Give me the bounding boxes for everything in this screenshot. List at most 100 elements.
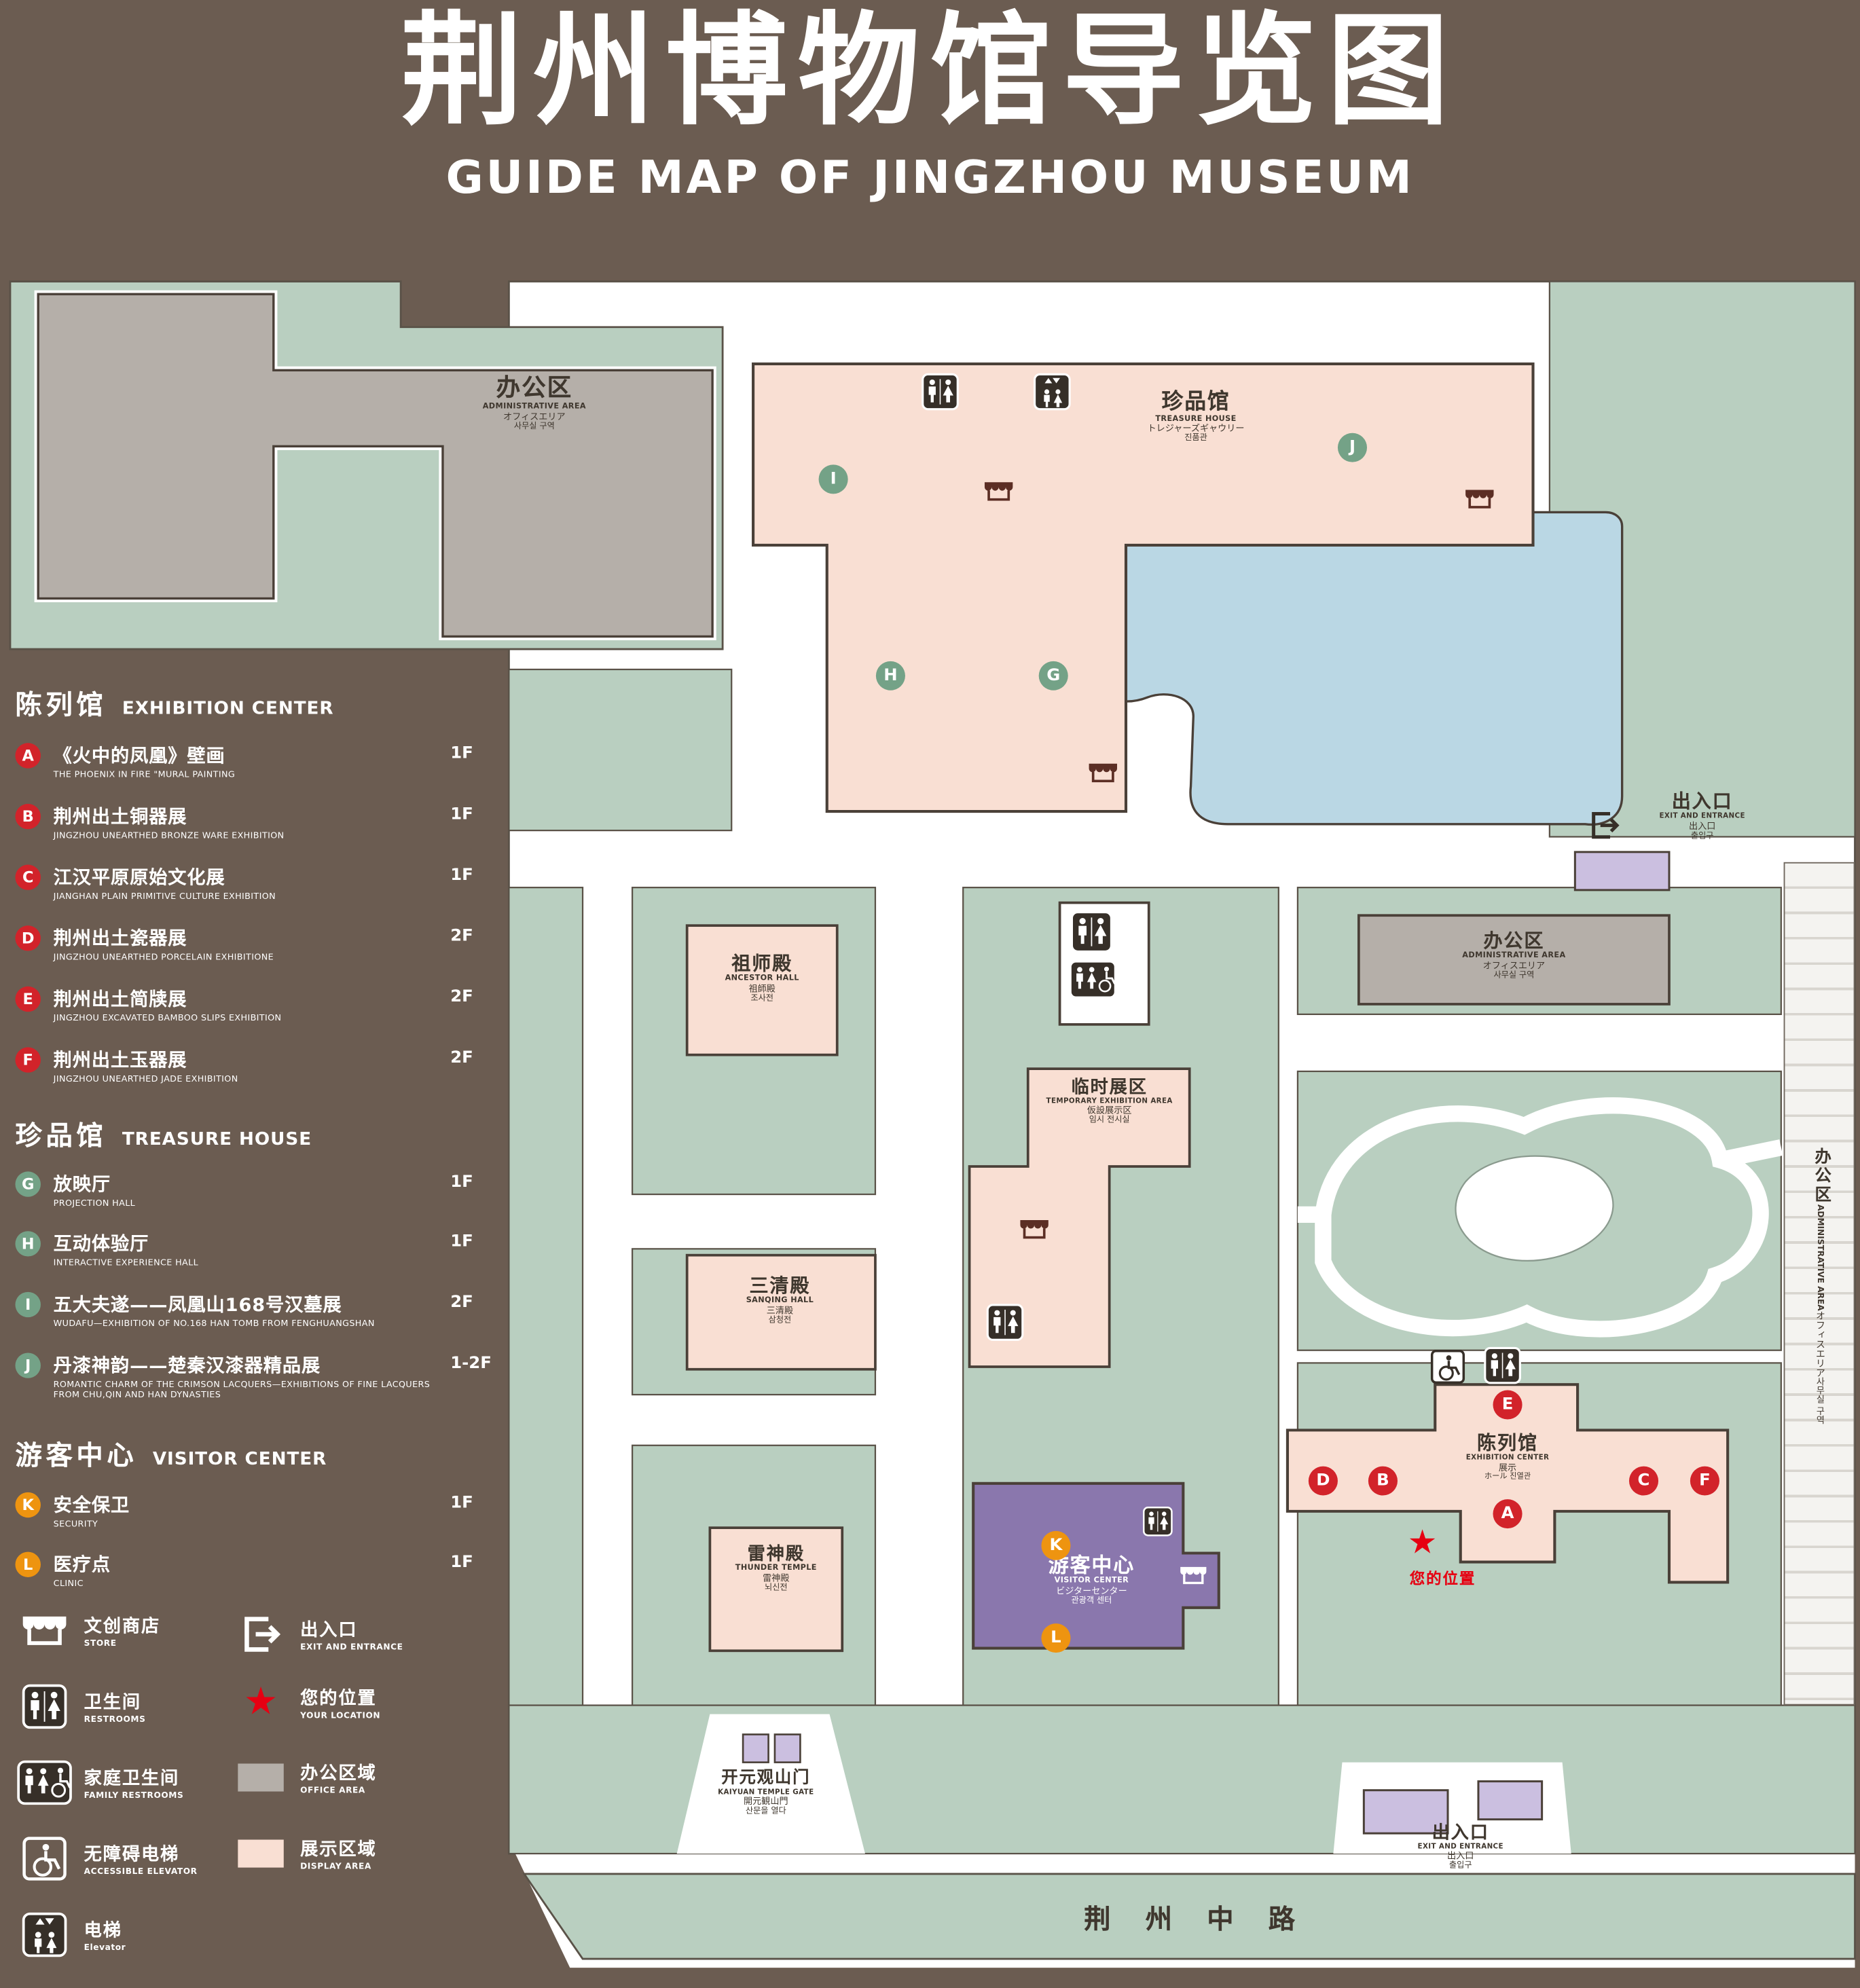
label-ko: 사무실 구역 [1493, 970, 1535, 980]
legend-item-d: D 荆州出土瓷器展 JINGZHOU UNEARTHED PORCELAIN E… [15, 924, 503, 962]
label-jako: ホール 진열관 [1484, 1471, 1531, 1481]
temporary-exhibition-building [968, 1067, 1191, 1368]
legend-item-zh: 荆州出土玉器展 [53, 1051, 187, 1071]
label-ja: オフィスエリア [503, 411, 566, 422]
office-building-right [1357, 914, 1671, 1006]
legend-item-en: JINGZHOU UNEARTHED JADE EXHIBITION [53, 1073, 238, 1084]
label-en: EXHIBITION CENTER [1465, 1454, 1550, 1462]
map-marker-i: I [818, 464, 848, 494]
legend-symbol-zh: 无障碍电梯 [84, 1844, 180, 1865]
label-ja: 仮設展示区 [1087, 1106, 1132, 1117]
legend-item-en: JINGZHOU UNEARTHED PORCELAIN EXHIBITIONE [53, 952, 274, 963]
label-zh: 办公区 [496, 373, 573, 402]
label-ko: 사무실 구역 [513, 420, 555, 431]
label-ja: トレジャーズギャウリー [1147, 424, 1245, 435]
restroom-icon [1070, 910, 1114, 953]
legend-item-floor: 2F [450, 1293, 473, 1312]
legend-item-en: THE PHOENIX IN FIRE "MURAL PAINTING [53, 769, 236, 780]
label-en: ADMINISTRATIVE AREA [482, 401, 586, 411]
label-ja: オフィスエリア [1482, 961, 1546, 972]
legend-symbol-en: OFFICE AREA [300, 1785, 365, 1796]
legend-item-en: PROJECTION HALL [53, 1198, 136, 1209]
office-area-swatch [232, 1763, 290, 1792]
gate-path [676, 1714, 865, 1854]
legend-symbol-zh: 展示区域 [300, 1839, 377, 1860]
legend-item-f: F 荆州出土玉器展 JINGZHOU UNEARTHED JADE EXHIBI… [15, 1046, 503, 1084]
label-ja: 開元観山門 [744, 1797, 788, 1807]
legend-item-h: H 互动体验厅 INTERACTIVE EXPERIENCE HALL 1F [15, 1230, 503, 1268]
label-zh: 出入口 [1671, 790, 1733, 813]
label-en: ADMINISTRATIVE AREA [1815, 1204, 1826, 1311]
display-area-swatch [232, 1839, 290, 1868]
edge-admin-strip [1783, 862, 1855, 1706]
page-subtitle: GUIDE MAP OF JINGZHOU MUSEUM [445, 152, 1415, 204]
garden-pond-white [1455, 1155, 1614, 1262]
label-zh: 办公区 [1810, 1147, 1830, 1204]
legend-marker-h: H [15, 1231, 41, 1257]
label-ja: ビジターセンター [1056, 1586, 1127, 1597]
exit-pad-east [1573, 851, 1671, 891]
legend-item-floor: 2F [450, 987, 473, 1007]
legend-item-floor: 2F [450, 1048, 473, 1068]
legend-item-zh: 安全保卫 [53, 1496, 130, 1517]
legend-section-zh: 陈列馆 [15, 689, 107, 720]
map-marker-b: B [1368, 1466, 1398, 1496]
map-marker-f: F [1690, 1466, 1719, 1496]
label-exit-east: 出入口 EXIT AND ENTRANCE 出入口 출입구 [1660, 790, 1745, 841]
legend-item-en: WUDAFU—EXHIBITION OF NO.168 HAN TOMB FRO… [53, 1319, 375, 1329]
legend-item-zh: 荆州出土简牍展 [53, 990, 187, 1011]
label-temporary-area: 临时展区 TEMPORARY EXHIBITION AREA 仮設展示区 임시 … [1046, 1078, 1173, 1126]
page-title: 荆州博物馆导览图 [401, 0, 1459, 143]
label-en: TEMPORARY EXHIBITION AREA [1046, 1098, 1173, 1106]
label-en: VISITOR CENTER [1054, 1576, 1129, 1585]
legend-marker-f: F [15, 1047, 41, 1073]
legend-symbol-en: EXIT AND ENTRANCE [300, 1642, 403, 1653]
grass-patch [508, 668, 733, 832]
label-ja: オフィスエリア [1815, 1310, 1827, 1378]
garden-path-stub [1297, 1139, 1783, 1223]
legend-item-floor: 1F [450, 1232, 473, 1252]
label-zh: 出入口 [1432, 1823, 1489, 1844]
legend-item-floor: 2F [450, 927, 473, 946]
legend-item-a: A 《火中的凤凰》壁画 THE PHOENIX IN FIRE "MURAL P… [15, 741, 503, 779]
legend-symbol-en: Elevator [84, 1942, 126, 1953]
legend-item-zh: 荆州出土瓷器展 [53, 929, 187, 950]
gate-pad-2 [773, 1733, 801, 1763]
label-ko: 출입구 [1690, 830, 1714, 841]
restroom-icon [986, 1304, 1024, 1342]
label-zh: 开元观山门 [721, 1768, 811, 1788]
location-star-icon: ★ [243, 1680, 278, 1725]
label-zh: 珍品馆 [1161, 389, 1230, 415]
map-marker-a: A [1493, 1499, 1522, 1529]
legend-item-floor: 1F [450, 1173, 473, 1192]
legend-item-e: E 荆州出土简牍展 JINGZHOU EXCAVATED BAMBOO SLIP… [15, 985, 503, 1023]
legend-item-zh: 《火中的凤凰》壁画 [53, 746, 225, 767]
legend-item-floor: 1F [450, 1553, 473, 1572]
legend-symbol-en: STORE [84, 1638, 117, 1649]
legend-marker-e: E [15, 986, 41, 1012]
restroom-icon [1142, 1506, 1173, 1536]
store-icon [982, 479, 1015, 503]
legend-item-en: JINGZHOU UNEARTHED BRONZE WARE EXHIBITIO… [53, 830, 285, 841]
garden-path-loop [1315, 1097, 1769, 1338]
legend-item-i: I 五大夫遂——凤凰山168号汉墓展 WUDAFU—EXHIBITION OF … [15, 1291, 503, 1329]
label-en: KAIYUAN TEMPLE GATE [718, 1788, 814, 1797]
legend-symbol-en: FAMILY RESTROOMS [84, 1790, 184, 1801]
label-ja: 雷神殿 [763, 1573, 790, 1584]
legend-symbol-zh: 家庭卫生间 [84, 1768, 180, 1789]
label-road: 荆 州 中 路 [1084, 1904, 1308, 1935]
label-zh: 雷神殿 [747, 1544, 805, 1565]
legend-item-zh: 互动体验厅 [53, 1234, 149, 1255]
legend-item-zh: 医疗点 [53, 1556, 111, 1577]
map-marker-c: C [1628, 1466, 1659, 1496]
legend-item-en: SECURITY [53, 1519, 98, 1530]
store-icon [1463, 487, 1496, 511]
